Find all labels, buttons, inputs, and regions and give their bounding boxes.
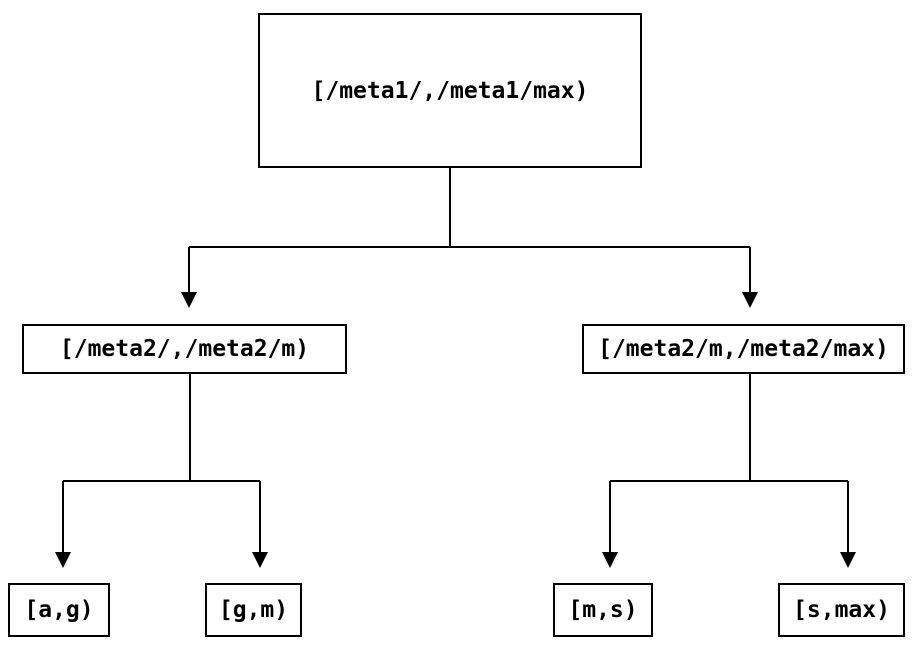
edge-root-to-children xyxy=(181,168,758,308)
tree-node-root: [/meta1/,/meta1/max) xyxy=(258,13,642,168)
arrowhead-down-icon xyxy=(602,552,618,568)
tree-node-meta2-low: [/meta2/,/meta2/m) xyxy=(22,324,347,374)
edge-left-to-leaves xyxy=(55,374,268,568)
tree-leaf-s-max: [s,max) xyxy=(778,583,905,637)
tree-leaf-s-max-label: [s,max) xyxy=(793,597,890,623)
tree-node-meta2-low-label: [/meta2/,/meta2/m) xyxy=(59,336,310,362)
arrowhead-down-icon xyxy=(742,292,758,308)
tree-node-meta2-high-label: [/meta2/m,/meta2/max) xyxy=(598,336,889,362)
tree-leaf-m-s: [m,s) xyxy=(553,583,653,637)
tree-node-meta2-high: [/meta2/m,/meta2/max) xyxy=(582,324,905,374)
tree-leaf-a-g-label: [a,g) xyxy=(24,597,94,623)
tree-leaf-g-m: [g,m) xyxy=(205,583,302,637)
arrowhead-down-icon xyxy=(840,552,856,568)
edge-right-to-leaves xyxy=(602,374,856,568)
arrowhead-down-icon xyxy=(55,552,71,568)
tree-leaf-m-s-label: [m,s) xyxy=(568,597,638,623)
tree-leaf-g-m-label: [g,m) xyxy=(218,597,289,623)
tree-leaf-a-g: [a,g) xyxy=(8,583,110,637)
tree-node-root-label: [/meta1/,/meta1/max) xyxy=(311,77,589,104)
arrowhead-down-icon xyxy=(181,292,197,308)
arrowhead-down-icon xyxy=(252,552,268,568)
